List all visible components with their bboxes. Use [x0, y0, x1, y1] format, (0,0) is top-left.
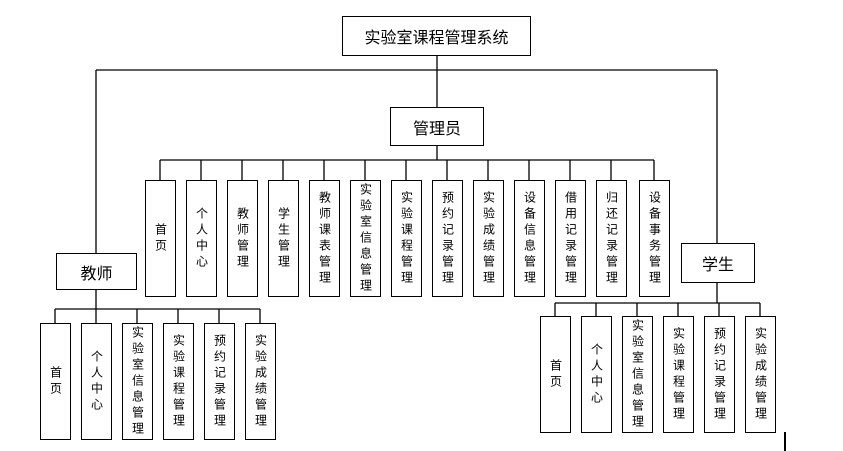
admin-item-equipment-info-management: 设备信息管理	[514, 180, 545, 297]
student-label: 学生	[701, 255, 734, 274]
admin-item-teacher-management: 教师管理	[227, 180, 258, 297]
admin-item-label: 预约记录管理	[440, 190, 455, 287]
admin-item-home: 首页	[145, 180, 176, 297]
student-item-personal-center: 个人中心	[581, 316, 612, 433]
student-node: 学生	[681, 243, 755, 283]
admin-item-lab-info-management: 实验室信息管理	[350, 180, 381, 297]
admin-item-label: 教师管理	[235, 206, 250, 271]
admin-item-equipment-affairs-management: 设备事务管理	[639, 180, 670, 297]
admin-item-label: 首页	[153, 222, 168, 255]
student-item-label: 首页	[548, 358, 563, 391]
admin-item-student-management: 学生管理	[268, 180, 299, 297]
teacher-item-label: 实验课程管理	[171, 333, 186, 430]
admin-item-grade-management: 实验成绩管理	[473, 180, 504, 297]
admin-item-label: 设备信息管理	[522, 190, 537, 287]
admin-item-label: 实验室信息管理	[358, 182, 373, 295]
student-item-course-management: 实验课程管理	[663, 316, 694, 433]
admin-item-reservation-management: 预约记录管理	[432, 180, 463, 297]
root-node: 实验室课程管理系统	[342, 16, 531, 56]
admin-item-borrow-record-management: 借用记录管理	[555, 180, 586, 297]
student-item-label: 预约记录管理	[712, 326, 727, 423]
admin-item-label: 设备事务管理	[647, 190, 662, 287]
admin-item-label: 归还记录管理	[604, 190, 619, 287]
teacher-item-label: 个人中心	[89, 349, 104, 414]
admin-item-label: 实验课程管理	[399, 190, 414, 287]
admin-label: 管理员	[412, 118, 461, 138]
teacher-item-personal-center: 个人中心	[81, 323, 112, 440]
teacher-item-course-management: 实验课程管理	[163, 323, 194, 440]
teacher-item-grade-management: 实验成绩管理	[245, 323, 276, 440]
teacher-item-reservation-management: 预约记录管理	[204, 323, 235, 440]
teacher-item-home: 首页	[40, 323, 71, 440]
root-label: 实验室课程管理系统	[364, 28, 509, 47]
teacher-item-label: 实验室信息管理	[130, 325, 145, 438]
student-item-home: 首页	[540, 316, 571, 433]
admin-item-label: 个人中心	[194, 206, 209, 271]
teacher-item-label: 预约记录管理	[212, 333, 227, 430]
student-item-reservation-management: 预约记录管理	[704, 316, 735, 433]
admin-item-label: 教师课表管理	[317, 190, 332, 287]
teacher-item-label: 首页	[48, 365, 63, 398]
student-item-label: 实验室信息管理	[630, 318, 645, 431]
admin-item-label: 实验成绩管理	[481, 190, 496, 287]
admin-node: 管理员	[390, 107, 484, 146]
admin-item-personal-center: 个人中心	[186, 180, 217, 297]
teacher-item-lab-info-management: 实验室信息管理	[122, 323, 153, 440]
teacher-label: 教师	[80, 263, 113, 283]
student-item-label: 实验课程管理	[671, 326, 686, 423]
admin-item-timetable-management: 教师课表管理	[309, 180, 340, 297]
admin-item-label: 借用记录管理	[563, 190, 578, 287]
teacher-node: 教师	[56, 253, 137, 290]
admin-item-course-management: 实验课程管理	[391, 180, 422, 297]
admin-item-label: 学生管理	[276, 206, 291, 271]
teacher-item-label: 实验成绩管理	[253, 333, 268, 430]
student-item-lab-info-management: 实验室信息管理	[622, 316, 653, 433]
student-item-label: 个人中心	[589, 342, 604, 407]
student-item-grade-management: 实验成绩管理	[745, 316, 776, 433]
admin-item-return-record-management: 归还记录管理	[596, 180, 627, 297]
student-item-label: 实验成绩管理	[753, 326, 768, 423]
